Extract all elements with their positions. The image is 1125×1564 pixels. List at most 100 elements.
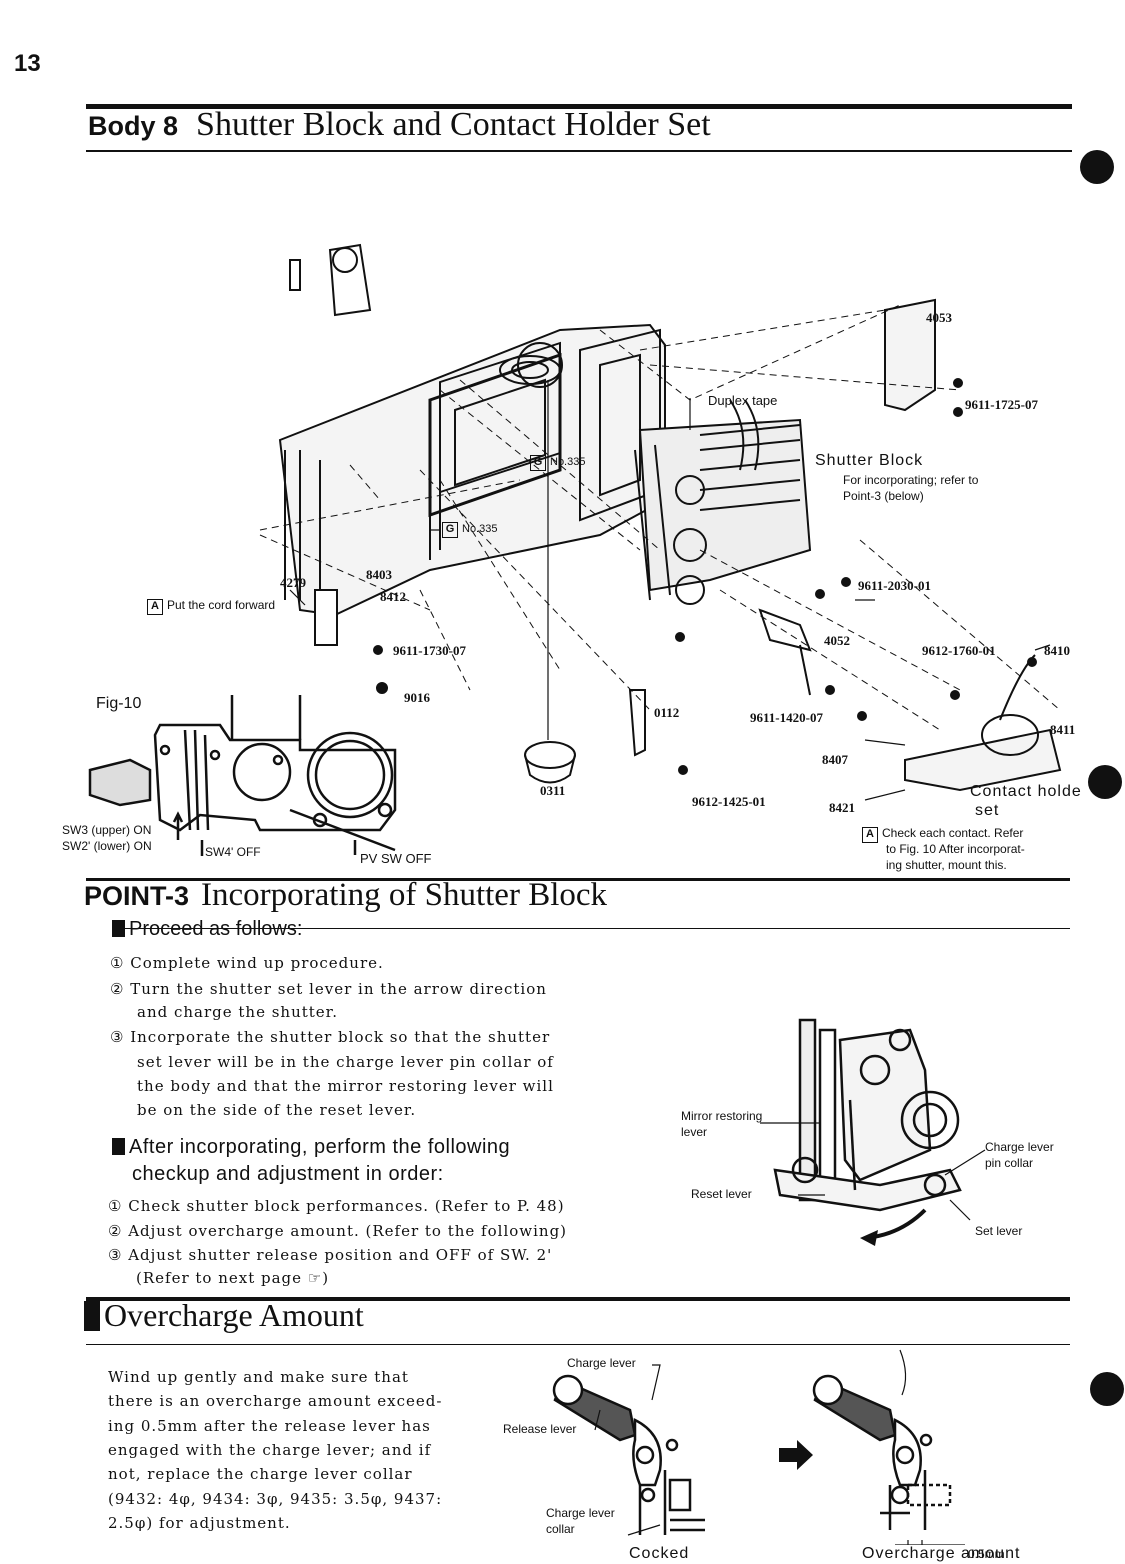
- part-9016: 9016: [404, 690, 430, 705]
- step-3: ③ Incorporate the shutter block so that …: [110, 1028, 551, 1046]
- g-callout-2: G No.335: [442, 522, 497, 538]
- section-header: Body 8 Shutter Block and Contact Holder …: [88, 106, 711, 144]
- charge-lever-collar-label-2: collar: [546, 1522, 575, 1536]
- part-8407: 8407: [822, 752, 848, 767]
- overcharge-figure: [812, 1349, 965, 1545]
- after-bullet: [112, 1138, 125, 1155]
- step-3-cont-2: the body and that the mirror restoring l…: [137, 1077, 554, 1095]
- part-0112: 0112: [654, 705, 680, 720]
- put-cord-callout: A Put the cord forward: [147, 598, 276, 615]
- contact-holder-label-1: Contact holde: [970, 783, 1082, 800]
- a-box-cord: A: [147, 599, 163, 615]
- charge-lever-label: Charge lever: [567, 1356, 636, 1370]
- part-9611-2030-01: 9611-2030-01: [858, 578, 931, 593]
- charge-lever-collar-label-1: Charge lever: [546, 1506, 615, 1520]
- overcharge-bottom-rule: [86, 1344, 1070, 1345]
- overcharge-text-3: ing 0.5mm after the release lever has: [108, 1417, 431, 1435]
- section-prefix: Body 8: [88, 111, 179, 141]
- mm-label: 0.5mm: [968, 1547, 1005, 1561]
- mirror-restoring-label-1: Mirror restoring: [681, 1109, 763, 1123]
- step-2-cont: and charge the shutter.: [137, 1003, 338, 1021]
- part-9611-1420-07: 9611-1420-07: [750, 710, 823, 725]
- step-1: ① Complete wind up procedure.: [110, 954, 384, 972]
- reset-lever-label: Reset lever: [691, 1187, 752, 1201]
- cocked-caption: Cocked: [629, 1545, 690, 1562]
- step-3-cont-1: set lever will be in the charge lever pi…: [137, 1053, 554, 1071]
- part-4052: 4052: [824, 633, 850, 648]
- check-note-2: to Fig. 10 After incorporat-: [886, 842, 1025, 856]
- mirror-restoring-label-2: lever: [681, 1125, 708, 1139]
- check-note-1: Check each contact. Refer: [882, 826, 1024, 840]
- part-4053: 4053: [926, 310, 952, 325]
- put-cord-label: Put the cord forward: [167, 598, 276, 612]
- overcharge-header: Overcharge Amount: [84, 1297, 364, 1334]
- charge-lever-pin-label-2: pin collar: [985, 1156, 1034, 1170]
- overcharge-top-rule: [86, 1297, 1070, 1301]
- transition-arrow-icon: [779, 1440, 813, 1470]
- binder-hole-middle: [1088, 765, 1122, 799]
- part-0311: 0311: [540, 783, 566, 798]
- after-step-3-cont: (Refer to next page ☞): [136, 1269, 330, 1287]
- release-lever-label: Release lever: [503, 1422, 577, 1436]
- after-step-3: ③ Adjust shutter release position and OF…: [108, 1246, 553, 1264]
- part-9612-1425-01: 9612-1425-01: [692, 794, 766, 809]
- set-lever-label: Set lever: [975, 1224, 1023, 1238]
- g-number-2: No.335: [462, 523, 498, 535]
- page-number: 13: [14, 50, 41, 77]
- charge-lever-pin-label-1: Charge lever: [985, 1140, 1054, 1154]
- duplex-tape-label: Duplex tape: [708, 393, 778, 408]
- check-note-3: ing shutter, mount this.: [886, 858, 1007, 872]
- overcharge-text-6: (9432: 4φ, 9434: 3φ, 9435: 3.5φ, 9437:: [108, 1490, 443, 1508]
- step-3-cont-3: be on the side of the reset lever.: [137, 1101, 417, 1119]
- g-number-1: No.335: [550, 456, 586, 468]
- fig-10-label: Fig-10: [96, 695, 142, 712]
- part-8403: 8403: [366, 567, 392, 582]
- step-2: ② Turn the shutter set lever in the arro…: [110, 980, 547, 998]
- after-step-1: ① Check shutter block performances. (Ref…: [108, 1197, 565, 1215]
- part-9612-1760-01: 9612-1760-01: [922, 643, 996, 658]
- part-8421: 8421: [829, 800, 855, 815]
- proceed-heading: Proceed as follows:: [112, 918, 302, 941]
- proceed-bullet: [112, 920, 125, 937]
- binder-hole-top: [1080, 150, 1114, 184]
- cocked-figure: [552, 1364, 705, 1536]
- g-callout-1: G No.335: [530, 455, 585, 471]
- overcharge-amount-caption: Overcharge amount: [862, 1545, 1021, 1562]
- after-step-2: ② Adjust overcharge amount. (Refer to th…: [108, 1222, 568, 1240]
- after-heading-2: checkup and adjustment in order:: [132, 1163, 444, 1185]
- part-8411: 8411: [1050, 722, 1076, 737]
- shutter-block-note-2: Point-3 (below): [843, 489, 924, 503]
- check-contact-callout: A Check each contact. Refer: [862, 826, 1024, 843]
- contact-holder-label-2: set: [975, 802, 1000, 819]
- overcharge-text-2: there is an overcharge amount exceed-: [108, 1392, 443, 1410]
- proceed-text: Proceed as follows:: [129, 918, 303, 940]
- overcharge-title: Overcharge Amount: [104, 1297, 364, 1333]
- overcharge-text-1: Wind up gently and make sure that: [108, 1368, 409, 1386]
- shutter-block-label: Shutter Block: [815, 452, 924, 469]
- part-9611-1730-07: 9611-1730-07: [393, 643, 466, 658]
- g-box-2: G: [442, 522, 458, 538]
- sw2-label: SW2' (lower) ON: [62, 839, 152, 853]
- pv-sw-label: PV SW OFF: [360, 851, 432, 866]
- part-9611-1725-07: 9611-1725-07: [965, 397, 1038, 412]
- g-box-1: G: [530, 455, 546, 471]
- shutter-lever-figure: [760, 1018, 986, 1246]
- part-8410: 8410: [1044, 643, 1070, 658]
- shutter-block-note-1: For incorporating; refer to: [843, 473, 979, 487]
- header-top-rule: [86, 104, 1072, 109]
- binder-hole-bottom: [1090, 1372, 1124, 1406]
- part-8412: 8412: [380, 589, 406, 604]
- after-heading-text-1: After incorporating, perform the followi…: [129, 1136, 511, 1158]
- after-heading-1: After incorporating, perform the followi…: [112, 1136, 510, 1159]
- sw3-label: SW3 (upper) ON: [62, 823, 152, 837]
- a-box-check: A: [862, 827, 878, 843]
- point3-top-rule: [86, 878, 1070, 881]
- section-title: Shutter Block and Contact Holder Set: [196, 106, 711, 143]
- sw4-label: SW4' OFF: [205, 845, 261, 859]
- header-bottom-rule: [86, 150, 1072, 152]
- point3-bottom-rule: [115, 928, 1070, 929]
- part-4279: 4279: [280, 575, 306, 590]
- overcharge-bullet: [84, 1301, 100, 1331]
- point3-prefix: POINT-3: [84, 881, 190, 911]
- exploded-view-diagram: [88, 243, 1062, 856]
